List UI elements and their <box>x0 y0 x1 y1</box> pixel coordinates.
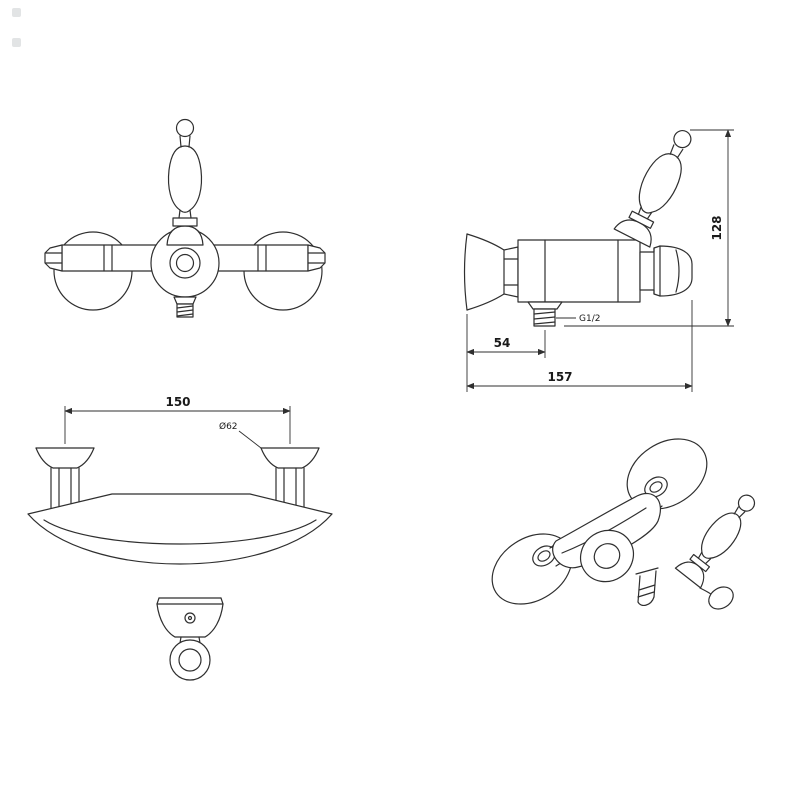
side-view <box>463 129 693 327</box>
dim-offset-54: 54 <box>494 336 511 350</box>
dim-spread-150: 150 <box>165 395 190 409</box>
front-view <box>44 118 326 318</box>
lever-handle-side <box>613 129 692 248</box>
hex-union-left <box>44 244 63 272</box>
plan-flange-left <box>35 447 95 509</box>
dim-height-128: 128 <box>710 215 724 240</box>
persp-lever <box>674 494 756 589</box>
plan-dimensions: 150 Ø62 <box>64 395 291 449</box>
outlet-front <box>173 296 197 305</box>
persp-cap-knob <box>699 586 734 610</box>
outlet-side <box>527 301 563 327</box>
lever-ball-front <box>175 118 195 138</box>
plan-body <box>27 493 333 565</box>
plan-view <box>27 447 333 681</box>
thread-callout-g12: G1/2 <box>579 314 600 324</box>
diameter-callout-62: Ø62 <box>219 421 238 432</box>
persp-flange-upper <box>626 438 708 514</box>
persp-outlet <box>635 567 659 607</box>
lever-handle-front <box>167 145 203 213</box>
lever-dome-front <box>166 225 204 246</box>
end-cap-side <box>639 245 693 297</box>
perspective-view <box>491 438 756 610</box>
persp-valve-face <box>579 529 635 583</box>
persp-flange-lower <box>491 533 573 605</box>
watermark-artifact <box>12 8 21 47</box>
body-side <box>517 239 641 303</box>
side-dimensions: 128 54 157 G1/2 <box>466 129 734 392</box>
dim-depth-157: 157 <box>547 370 572 384</box>
hex-union-right <box>307 244 326 272</box>
outlet-detail <box>156 597 224 681</box>
wall-flange-side <box>463 233 519 311</box>
